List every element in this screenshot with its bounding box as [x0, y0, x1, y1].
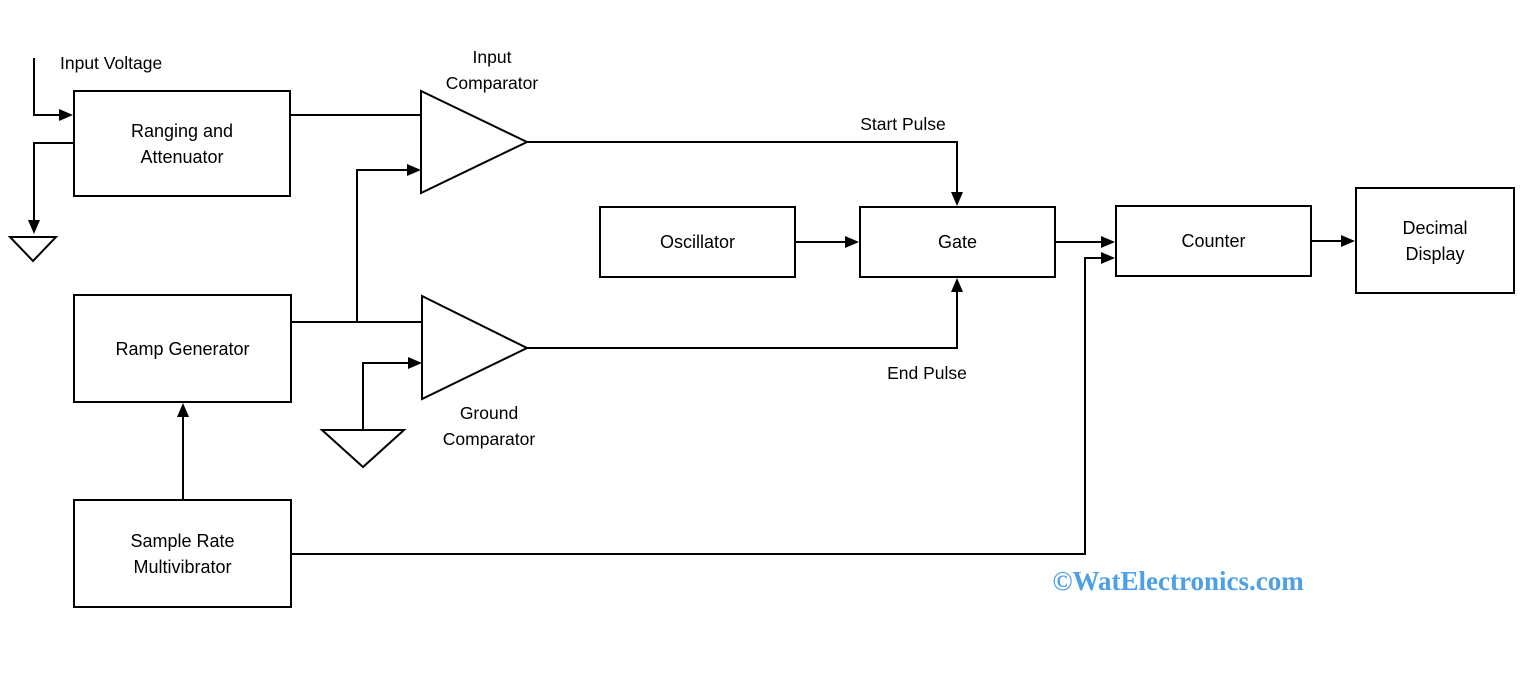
wire-gate-to-counter [1056, 236, 1115, 248]
watermark: ©WatElectronics.com [1052, 566, 1304, 596]
arrowhead-icon [1341, 235, 1355, 247]
block-gate: Gate [859, 206, 1056, 278]
wire-ground-to-ground-comparator [362, 357, 422, 430]
block-ranging-attenuator: Ranging and Attenuator [73, 90, 291, 197]
wire-counter-to-display [1312, 235, 1355, 247]
arrowhead-icon [407, 164, 421, 176]
wire-ramp-to-input-comparator [356, 164, 421, 322]
label-ground-comparator: Ground Comparator [442, 403, 536, 449]
label-input-voltage: Input Voltage [60, 53, 163, 73]
arrowhead-icon [177, 403, 189, 417]
wire-multivibrator-to-ramp [177, 403, 189, 499]
ground-icon [319, 429, 407, 469]
block-oscillator: Oscillator [599, 206, 796, 278]
input-comparator-shape [420, 89, 530, 195]
label-end-pulse: End Pulse [887, 363, 967, 383]
label-input-comparator: Input Comparator [445, 47, 539, 93]
arrowhead-icon [845, 236, 859, 248]
label-start-pulse: Start Pulse [860, 114, 946, 134]
block-sample-rate-multivibrator: Sample Rate Multivibrator [73, 499, 292, 608]
ground-icon [7, 236, 59, 263]
arrowhead-icon [59, 109, 73, 121]
arrowhead-icon [1101, 236, 1115, 248]
arrowhead-icon [951, 278, 963, 292]
wire-input-voltage [33, 58, 73, 121]
block-ramp-generator: Ramp Generator [73, 294, 292, 403]
wire-multivibrator-to-counter [292, 252, 1115, 555]
block-counter: Counter [1115, 205, 1312, 277]
wire-end-pulse [527, 278, 963, 349]
wire-ranging-to-ground [28, 142, 73, 234]
arrowhead-icon [28, 220, 40, 234]
wire-oscillator-to-gate [796, 236, 859, 248]
arrowhead-icon [408, 357, 422, 369]
block-decimal-display: Decimal Display [1355, 187, 1515, 294]
arrowhead-icon [1101, 252, 1115, 264]
wire-start-pulse [527, 141, 963, 206]
ground-comparator-shape [421, 294, 530, 401]
arrowhead-icon [951, 192, 963, 206]
